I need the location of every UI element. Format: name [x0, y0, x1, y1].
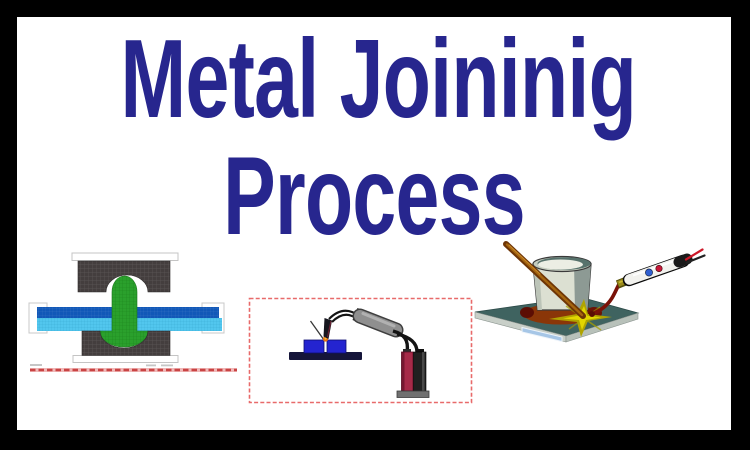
torch-neck-tube-1: [328, 309, 358, 320]
watermark-mark: [30, 364, 42, 366]
torch-tip-end: [589, 311, 595, 317]
torch-button-blue: [645, 268, 653, 277]
torch-neck-tube-2: [331, 313, 358, 323]
welding-illustration: [248, 297, 473, 404]
solder-blob-left: [520, 307, 534, 318]
canister-black-cap: [415, 349, 424, 354]
plate-strip-blue: [521, 326, 563, 343]
torch-tip-tube: [590, 282, 621, 316]
pipe-shade-right: [574, 264, 591, 310]
title-line-1: Metal Joininig: [120, 17, 637, 141]
soldering-illustration: [474, 241, 706, 343]
torch-nozzle: [323, 318, 332, 339]
lower-holder-tab: [72, 355, 179, 363]
canister-crimson-shade: [401, 352, 405, 391]
plate-edge-right: [565, 312, 639, 343]
workpiece-left: [303, 339, 325, 354]
torch-handle-highlight: [361, 312, 396, 328]
work-table: [289, 352, 362, 360]
wire-red: [684, 248, 704, 261]
watermark-mark: [146, 364, 156, 367]
page-title: Metal Joininig Process: [17, 24, 731, 252]
canister-base: [396, 390, 430, 398]
lower-die: [81, 330, 171, 356]
canister-red-cap: [403, 349, 411, 354]
canister-black-highlight: [422, 352, 425, 394]
title-line-2: Process: [223, 134, 525, 258]
poster-canvas: Metal Joininig Process: [17, 17, 731, 430]
torch-button-red: [655, 264, 663, 272]
filler-wire: [309, 320, 325, 341]
weld-spark-core: [324, 337, 327, 340]
workpiece-right: [326, 339, 347, 354]
riveting-illustration: [28, 252, 237, 372]
wire-black: [685, 254, 706, 264]
filler-rod-highlight: [505, 243, 584, 317]
torch-handle: [354, 310, 402, 336]
upper-die: [77, 260, 171, 293]
pipe-inner: [538, 259, 583, 270]
filler-rod-glint: [508, 244, 541, 275]
torch-nozzle-edge: [326, 320, 332, 338]
watermark-mark: [161, 364, 173, 367]
upper-holder-tab: [71, 252, 179, 261]
